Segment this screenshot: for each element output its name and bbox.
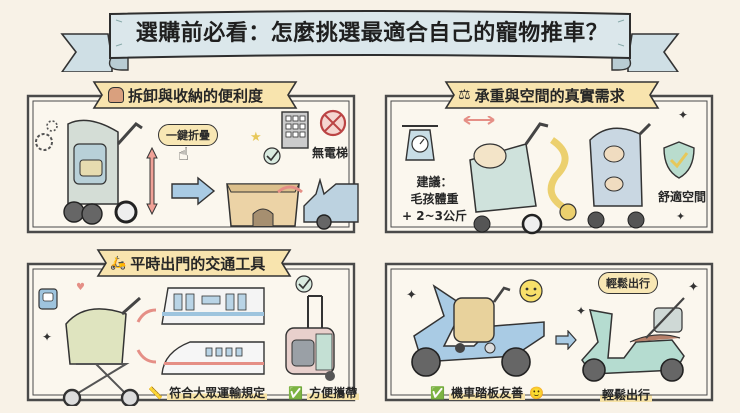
suggestion-line-1: 毛孩體重 [410, 192, 459, 206]
weight-suggestion: 建議： 毛孩體重 + 2~3公斤 [402, 174, 467, 225]
panel-scooter: 輕鬆出行 ✅ 機車踏板友善 🙂 輕鬆出行 ✦ ✦ ✦ [376, 254, 722, 410]
panel-heading: 拆卸與收納的便利度 [108, 82, 263, 108]
train-sign-icon [38, 288, 58, 310]
right-arrow-icon [171, 176, 216, 206]
ruler-icon: 📏 [148, 386, 163, 400]
easy-travel-text: 輕鬆出行 [600, 388, 653, 402]
sparkle-icon: ✦ [42, 330, 53, 344]
panel-heading: 🛵 平時出門的交通工具 [110, 250, 265, 276]
heart-icon: ♥ [76, 282, 85, 293]
transit-rules-text: 符合大眾運輸規定 [167, 386, 268, 400]
kitchen-scale-icon [402, 125, 438, 161]
metro-train-icon [161, 287, 265, 325]
panel-weight-space: ⚖ 承重與空間的真實需求 建議： 毛孩體重 + 2~3公斤 [376, 81, 722, 242]
panel-fold-storage: 拆卸與收納的便利度 一鍵折疊 ☝ [18, 81, 364, 242]
smiley-icon: 🙂 [529, 386, 545, 400]
scooter-friendly-text: 機車踏板友善 [449, 386, 526, 400]
sparkle-icon: ✦ [406, 288, 417, 303]
no-elevator-icon [319, 109, 347, 137]
green-scooter-with-stroller-icon [581, 297, 685, 382]
shield-check-icon [663, 141, 695, 179]
stroller-icon [62, 296, 141, 406]
no-elevator-label: 無電梯 [312, 146, 349, 160]
backpack-icon [108, 87, 124, 103]
curved-arrow-icon [136, 349, 157, 364]
title-ribbon: 選購前必看：怎麼挑選最適合自己的寵物推車？ [0, 0, 740, 73]
height-arrow-icon [146, 146, 158, 216]
transit-rules-label: 📏 符合大眾運輸規定 [148, 384, 268, 401]
panel-heading-text: 承重與空間的真實需求 [474, 86, 625, 105]
right-arrow-icon [555, 330, 577, 350]
star-icon: ★ [250, 130, 262, 145]
car-trunk-icon [303, 178, 359, 230]
sparkle-icon: ✦ [688, 280, 699, 295]
heading-banner-shape [92, 81, 298, 109]
sparkle-icon: ✦ [676, 210, 686, 223]
page-title: 選購前必看：怎麼挑選最適合自己的寵物推車？ [135, 21, 609, 46]
gear-icon [35, 120, 58, 151]
check-icon: ✅ [430, 386, 445, 400]
easy-travel-label: 輕鬆出行 [600, 386, 653, 403]
hand-pointer-icon: ☝ [178, 144, 189, 165]
suggestion-title: 建議： [416, 175, 453, 189]
curved-arrow-icon [277, 185, 303, 194]
high-speed-train-icon [161, 341, 265, 375]
check-icon [263, 147, 281, 165]
scooter-icon: 🛵 [110, 255, 127, 271]
panel-heading-text: 拆卸與收納的便利度 [128, 86, 264, 105]
stroller-icon [63, 119, 143, 225]
heading-banner-shape [96, 249, 292, 277]
ribbon-shape-icon [60, 10, 680, 73]
scooter-friendly-label: ✅ 機車踏板友善 🙂 [430, 384, 544, 401]
easy-travel-bubble: 輕鬆出行 [598, 272, 658, 294]
heading-banner-shape [444, 81, 660, 109]
panel-heading-text: 平時出門的交通工具 [130, 254, 266, 273]
sparkle-icon: ✦ [678, 108, 689, 122]
folded-basket-icon [226, 183, 300, 227]
suggestion-line-2: + 2~3公斤 [402, 209, 467, 223]
easy-carry-text: 方便攜帶 [307, 386, 360, 400]
curved-arrow-icon [136, 308, 157, 323]
building-icon [281, 111, 309, 149]
panel-heading: ⚖ 承重與空間的真實需求 [458, 82, 625, 108]
check-icon [295, 275, 313, 293]
measuring-tape-icon [547, 137, 577, 221]
comfort-space-label: 舒適空間 [658, 190, 707, 204]
scale-icon: ⚖ [458, 87, 471, 103]
panel-transport: 🛵 平時出門的交通工具 📏 符合大眾運輸規定 [18, 249, 364, 410]
check-icon: ✅ [288, 386, 303, 400]
rolling-pet-carrier-icon [285, 295, 335, 381]
blue-scooter-with-stroller-icon [411, 284, 545, 377]
smiley-icon [519, 279, 543, 303]
one-click-fold-bubble: 一鍵折疊 [158, 124, 218, 146]
cats-in-stroller-icon [587, 122, 652, 229]
sparkle-icon: ✦ [576, 304, 587, 318]
dog-in-stroller-icon [463, 116, 549, 235]
easy-carry-label: ✅ 方便攜帶 [288, 384, 360, 401]
